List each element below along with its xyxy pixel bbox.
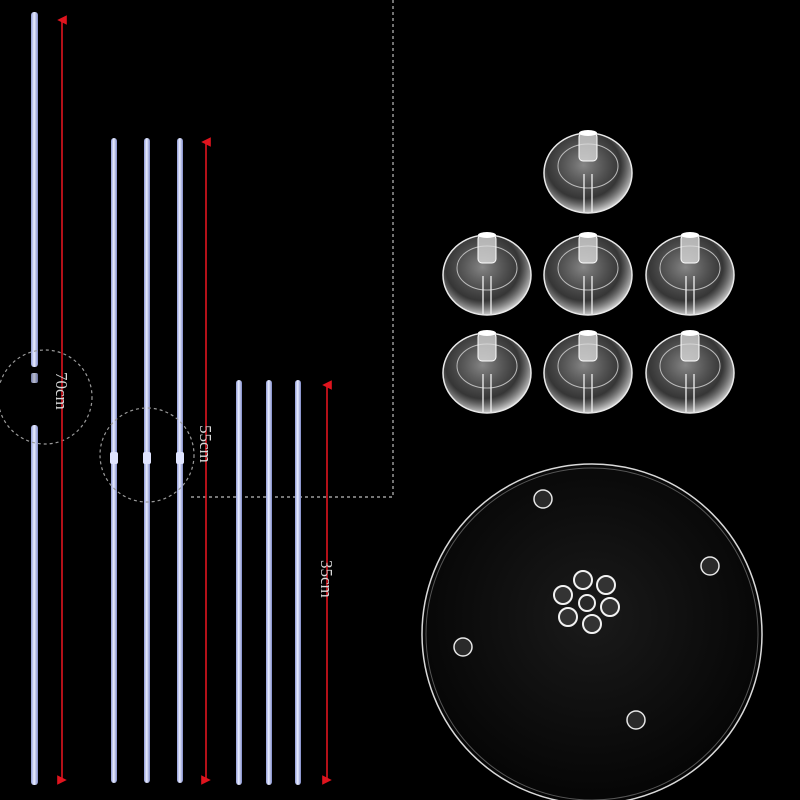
balloon-cup [645, 330, 735, 414]
medium-rods [110, 138, 184, 783]
balloon-cup [543, 330, 633, 414]
long-rod-length-label: 70cm [52, 372, 71, 410]
base-plate [421, 463, 763, 800]
short-rod-length-label: 35cm [317, 560, 336, 598]
balloon-cup [442, 232, 532, 316]
long-rod-joint-detail [0, 349, 93, 445]
balloon-cup [442, 330, 532, 414]
long-rod [31, 12, 38, 785]
short-rods [236, 380, 301, 785]
dashed-guide-line [190, 0, 394, 498]
balloon-cup [645, 232, 735, 316]
plate-peg-hole [453, 489, 720, 730]
plate-center-connector [553, 570, 620, 634]
balloon-cups [442, 130, 735, 414]
medium-rod-joint-detail [99, 407, 195, 503]
balloon-cup [543, 232, 633, 316]
medium-rod-length-label: 55cm [196, 425, 215, 463]
balloon-cup [543, 130, 633, 214]
